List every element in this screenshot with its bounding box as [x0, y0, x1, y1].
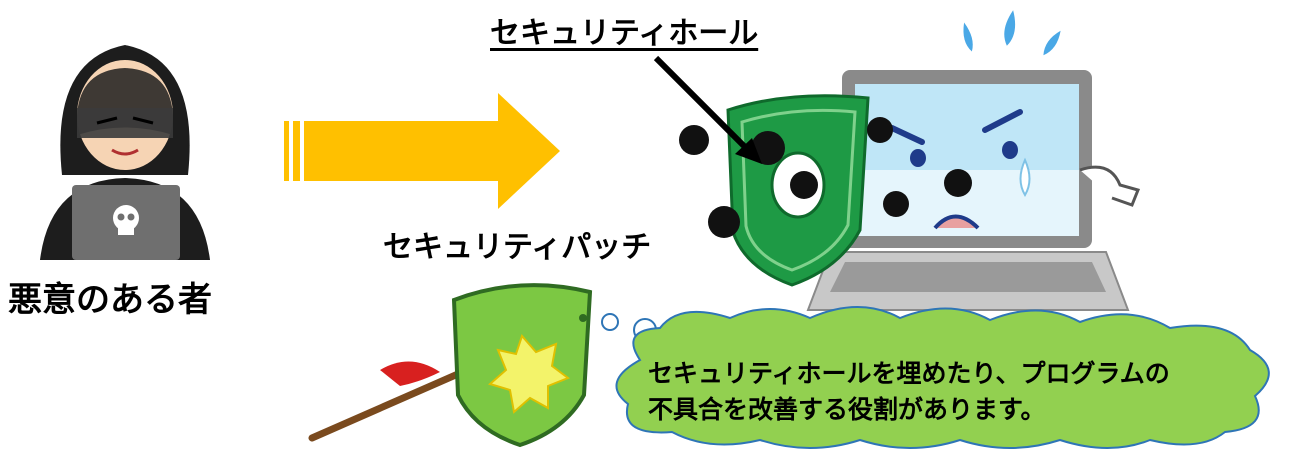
bubble-line-1: セキュリティホールを埋めたり、プログラムの: [648, 359, 1170, 388]
viruses: [679, 117, 972, 238]
security-patch-label: セキュリティパッチ: [383, 230, 652, 265]
speech-bubble-text: セキュリティホールを埋めたり、プログラムの 不具合を改善する役割があります。: [648, 356, 1170, 428]
skull-icon: [113, 205, 139, 235]
sweat-drops: [963, 10, 1061, 56]
hacker-figure: [40, 45, 210, 260]
patch-shield: [308, 283, 593, 448]
bubble-line-2: 不具合を改善する役割があります。: [648, 395, 1046, 424]
hole-pointer-arrow: [653, 55, 762, 164]
security-hole-label: セキュリティホール: [490, 16, 759, 51]
speech-bubble: [615, 306, 1270, 449]
hacker-caption: 悪意のある者: [8, 280, 212, 320]
attack-arrow: [284, 93, 560, 209]
